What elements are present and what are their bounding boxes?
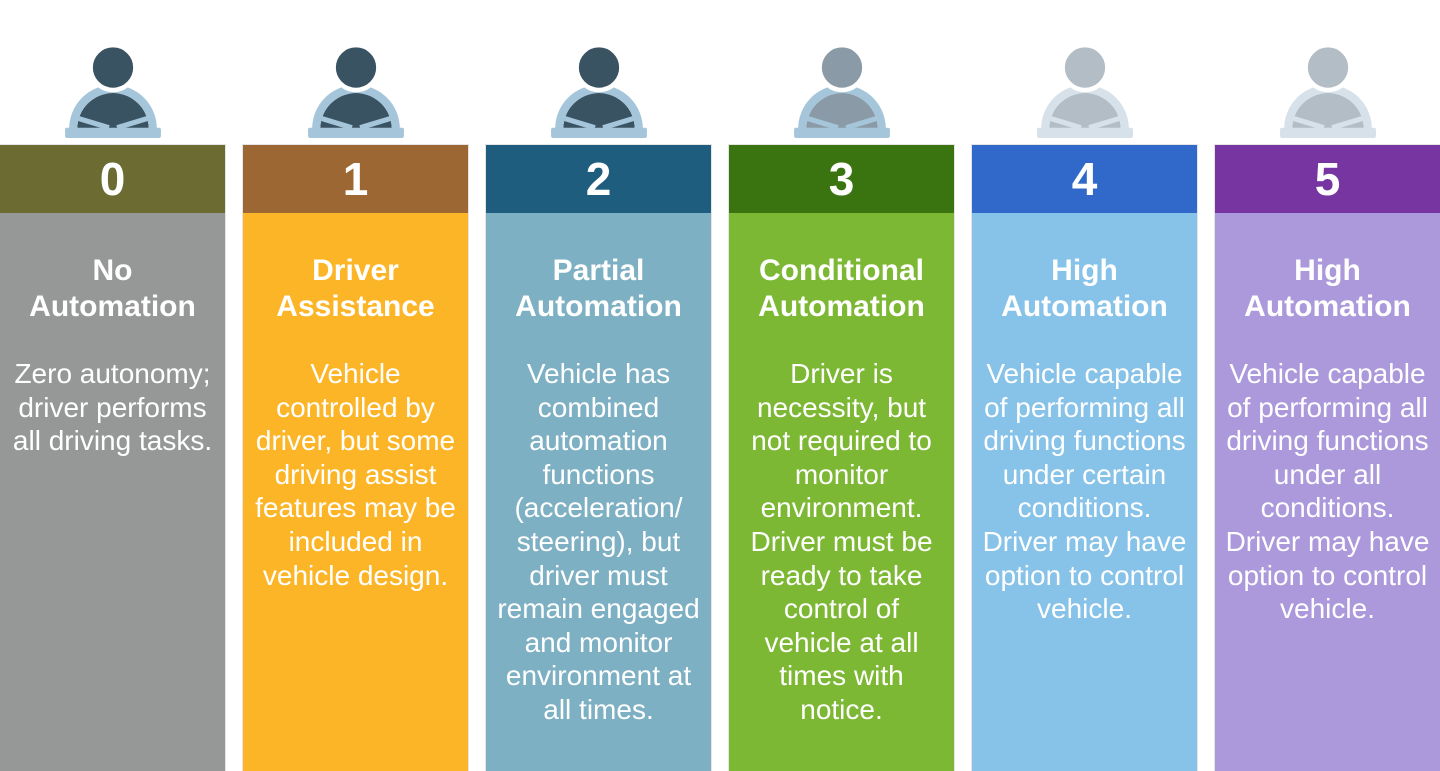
- steering-wheel-ring: [554, 84, 643, 129]
- wheel-spoke-right: [1330, 116, 1363, 131]
- driver-steering-wheel-icon: [729, 0, 954, 145]
- level-description: Vehicle has combined automation function…: [497, 358, 700, 725]
- level-card-0: 0 No Automation Zero autonomy; driver pe…: [0, 145, 225, 771]
- level-description: Driver is necessity, but not required to…: [750, 358, 933, 725]
- steering-wheel-ring: [311, 84, 400, 129]
- wheel-spoke-left: [563, 116, 596, 131]
- level-card-1: 1 Driver Assistance Vehicle controlled b…: [243, 145, 468, 771]
- wheel-spoke-right: [601, 116, 634, 131]
- level-title: Conditional Automation: [758, 254, 925, 323]
- level-description: Zero autonomy; driver performs all drivi…: [12, 358, 213, 457]
- person-head: [330, 42, 381, 93]
- wheel-spoke-left: [77, 116, 110, 131]
- level-card-3: 3 Conditional Automation Driver is neces…: [729, 145, 954, 771]
- wheel-base: [1279, 127, 1376, 138]
- level-number-band: 3: [729, 145, 954, 213]
- level-column-3: 3 Conditional Automation Driver is neces…: [729, 0, 954, 771]
- level-title: High Automation: [1244, 254, 1411, 323]
- level-title: No Automation: [29, 254, 196, 323]
- wheel-spoke-left: [320, 116, 353, 131]
- driver-icon-svg: [1036, 42, 1133, 138]
- wheel-spoke-right: [115, 116, 148, 131]
- person-shoulders: [1048, 93, 1121, 129]
- level-number-band: 1: [243, 145, 468, 213]
- level-body: High Automation Vehicle capable of perfo…: [972, 213, 1197, 771]
- person-shoulders: [76, 93, 149, 129]
- driver-icon-svg: [793, 42, 890, 138]
- driver-steering-wheel-icon: [486, 0, 711, 145]
- wheel-base: [64, 127, 161, 138]
- steering-wheel-ring: [1040, 84, 1129, 129]
- driver-steering-wheel-icon: [1215, 0, 1440, 145]
- level-column-2: 2 Partial Automation Vehicle has combine…: [486, 0, 711, 771]
- level-body: Partial Automation Vehicle has combined …: [486, 213, 711, 771]
- level-number-band: 4: [972, 145, 1197, 213]
- level-number-band: 2: [486, 145, 711, 213]
- level-description: Vehicle capable of performing all drivin…: [1225, 358, 1430, 625]
- wheel-spoke-left: [1049, 116, 1082, 131]
- level-title: High Automation: [1001, 254, 1168, 323]
- driver-steering-wheel-icon: [0, 0, 225, 145]
- person-head: [816, 42, 867, 93]
- level-description: Vehicle controlled by driver, but some d…: [255, 358, 456, 591]
- level-body: High Automation Vehicle capable of perfo…: [1215, 213, 1440, 771]
- level-title: Partial Automation: [515, 254, 682, 323]
- level-body: No Automation Zero autonomy; driver perf…: [0, 213, 225, 771]
- driver-icon-svg: [1279, 42, 1376, 138]
- level-body: Conditional Automation Driver is necessi…: [729, 213, 954, 771]
- level-card-2: 2 Partial Automation Vehicle has combine…: [486, 145, 711, 771]
- wheel-spoke-left: [806, 116, 839, 131]
- wheel-spoke-right: [844, 116, 877, 131]
- level-description: Vehicle capable of performing all drivin…: [982, 358, 1187, 625]
- level-number-band: 5: [1215, 145, 1440, 213]
- driver-icon-svg: [550, 42, 647, 138]
- level-column-0: 0 No Automation Zero autonomy; driver pe…: [0, 0, 225, 771]
- level-body: Driver Assistance Vehicle controlled by …: [243, 213, 468, 771]
- steering-wheel-ring: [1283, 84, 1372, 129]
- wheel-spoke-right: [358, 116, 391, 131]
- level-title: Driver Assistance: [276, 254, 435, 323]
- level-column-1: 1 Driver Assistance Vehicle controlled b…: [243, 0, 468, 771]
- person-shoulders: [319, 93, 392, 129]
- wheel-spoke-left: [1292, 116, 1325, 131]
- person-head: [87, 42, 138, 93]
- wheel-base: [550, 127, 647, 138]
- driver-icon-svg: [307, 42, 404, 138]
- person-shoulders: [562, 93, 635, 129]
- person-head: [573, 42, 624, 93]
- level-column-5: 5 High Automation Vehicle capable of per…: [1215, 0, 1440, 771]
- person-head: [1059, 42, 1110, 93]
- level-number-band: 0: [0, 145, 225, 213]
- person-shoulders: [805, 93, 878, 129]
- wheel-base: [1036, 127, 1133, 138]
- steering-wheel-ring: [68, 84, 157, 129]
- level-column-4: 4 High Automation Vehicle capable of per…: [972, 0, 1197, 771]
- steering-wheel-ring: [797, 84, 886, 129]
- driver-icon-svg: [64, 42, 161, 138]
- wheel-base: [793, 127, 890, 138]
- person-head: [1302, 42, 1353, 93]
- level-card-4: 4 High Automation Vehicle capable of per…: [972, 145, 1197, 771]
- wheel-spoke-right: [1087, 116, 1120, 131]
- wheel-base: [307, 127, 404, 138]
- driver-steering-wheel-icon: [243, 0, 468, 145]
- level-card-5: 5 High Automation Vehicle capable of per…: [1215, 145, 1440, 771]
- driver-steering-wheel-icon: [972, 0, 1197, 145]
- person-shoulders: [1291, 93, 1364, 129]
